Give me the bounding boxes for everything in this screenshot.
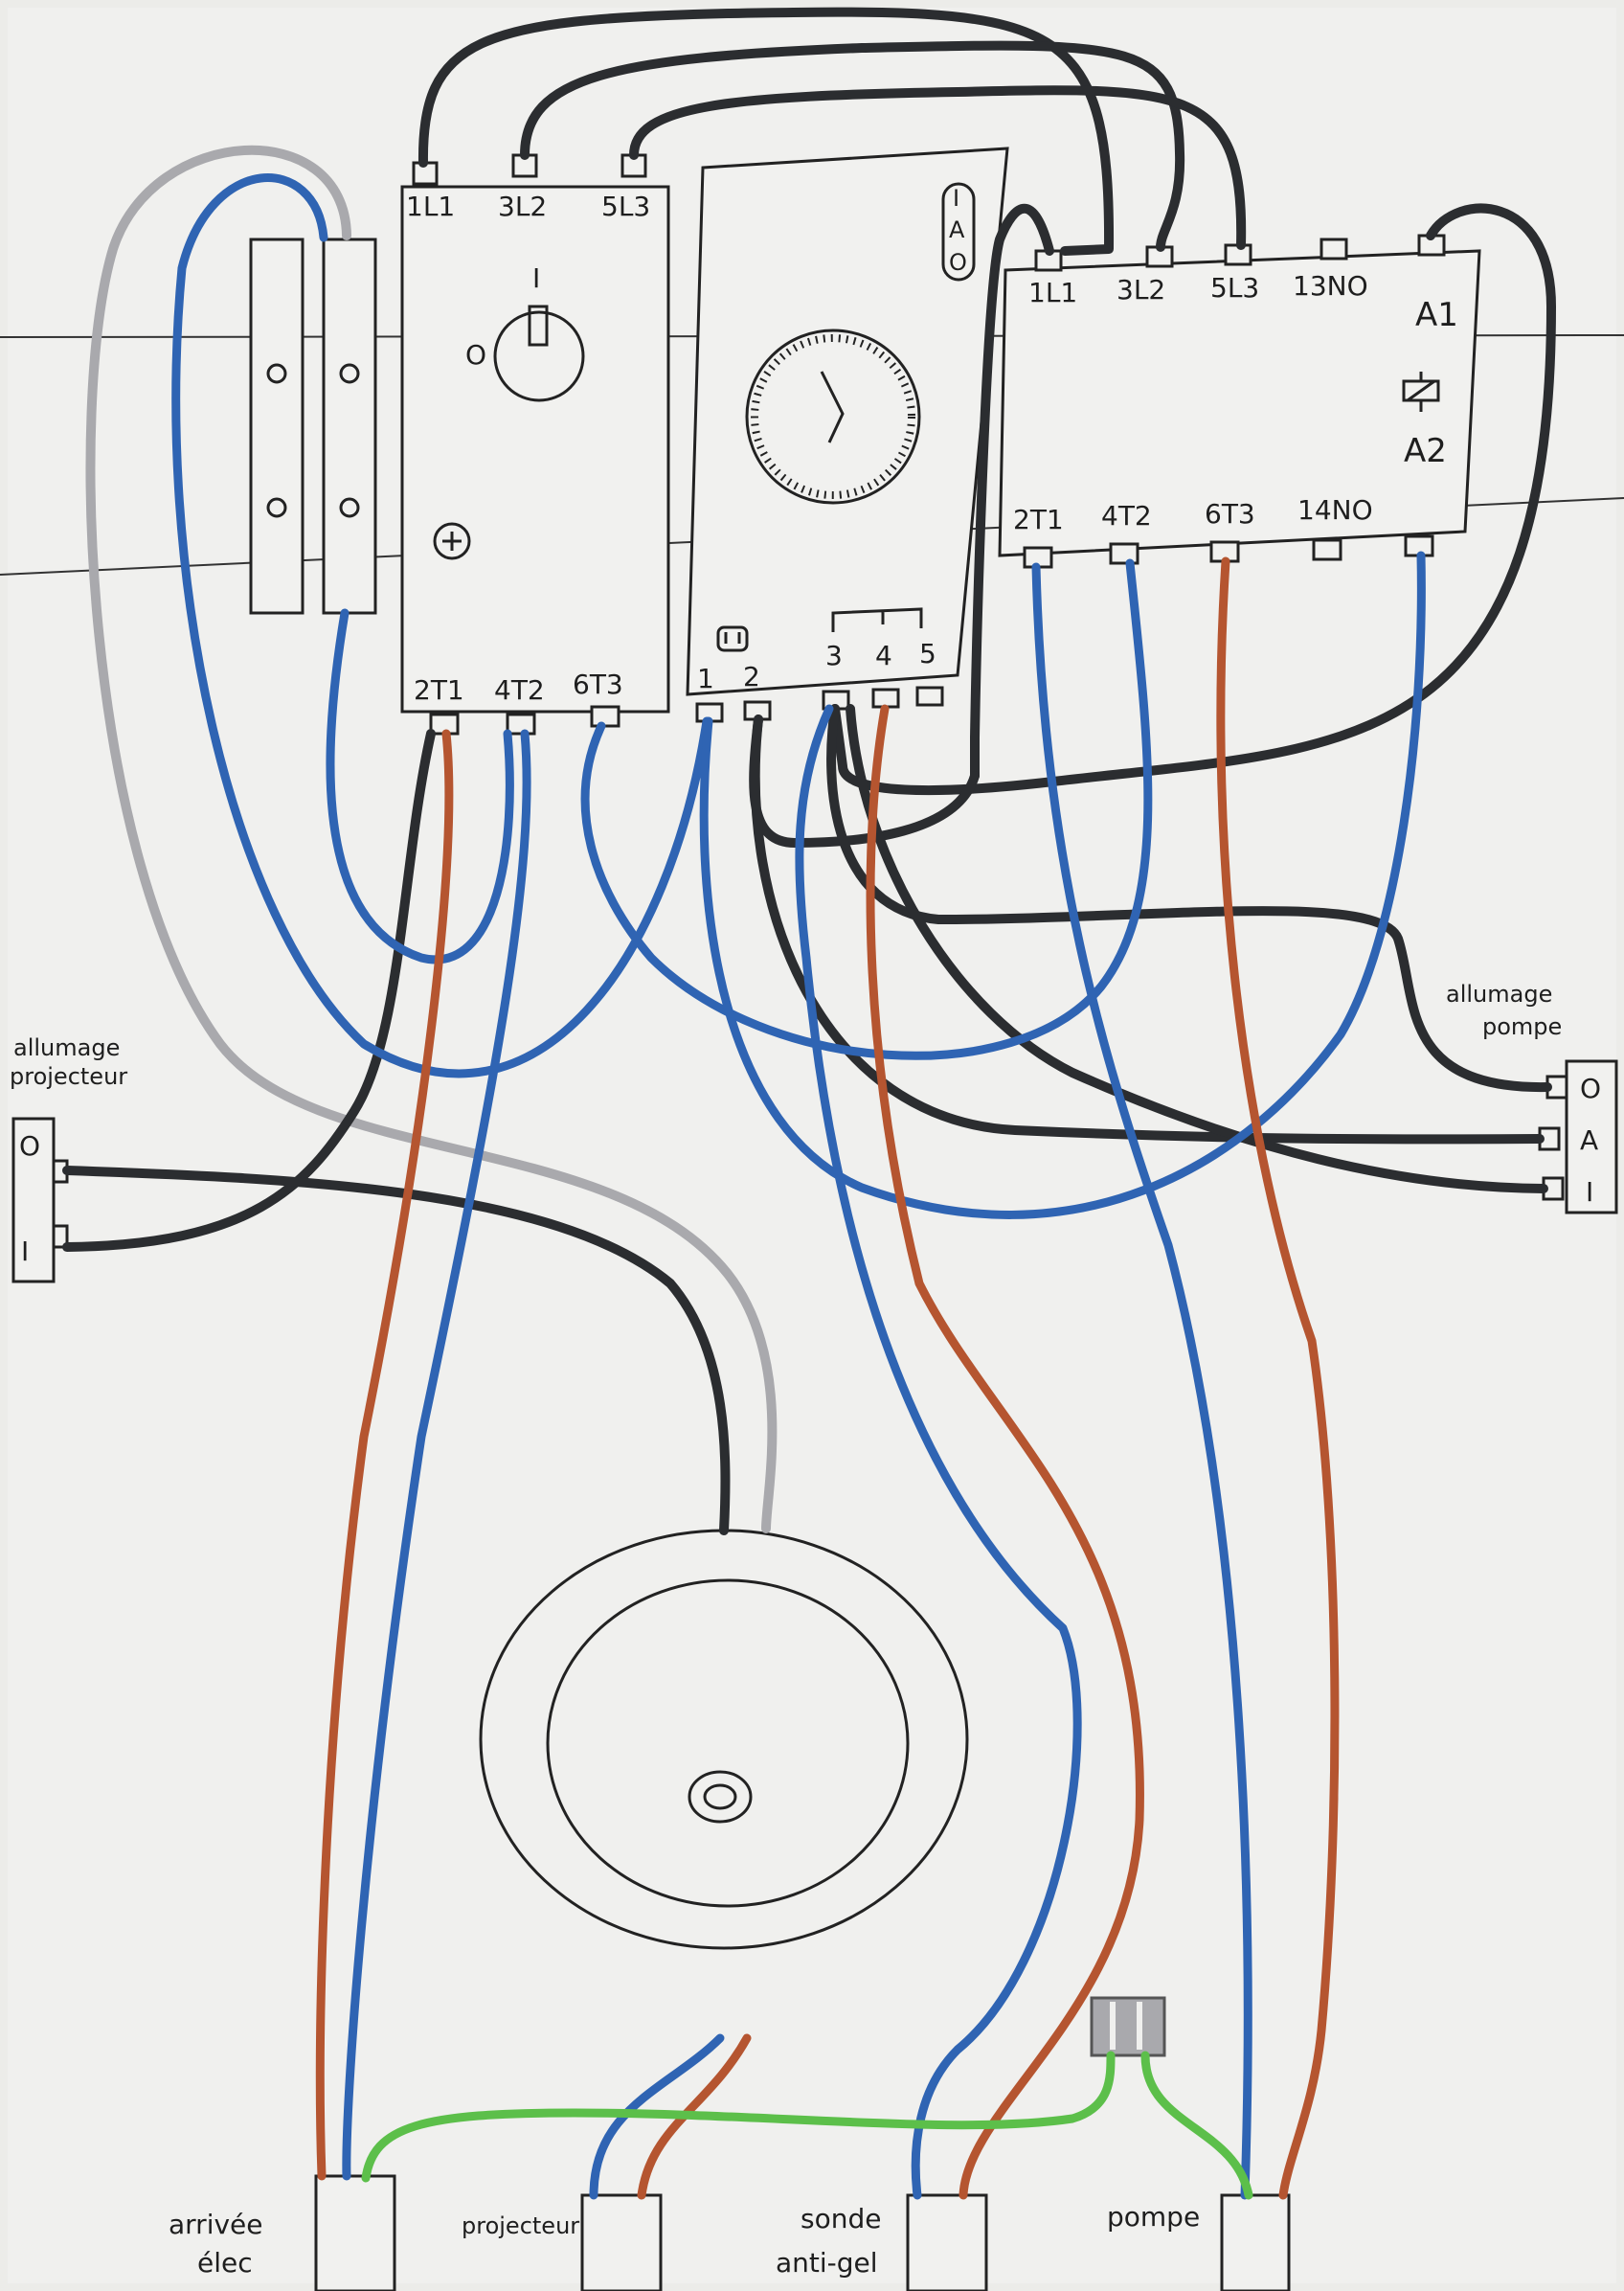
switch-projecteur-title: allumage: [13, 1034, 120, 1061]
switch-projecteur-on: I: [21, 1236, 29, 1267]
wire-brown-2: [866, 704, 1144, 2200]
switch-projecteur-title-2: projecteur: [10, 1063, 127, 1090]
contactor-terminal-4T2: 4T2: [1101, 500, 1152, 532]
contactor-terminal-3L2: 3L2: [1116, 274, 1165, 306]
contactor-terminal-14NO: 14NO: [1297, 494, 1373, 526]
timer-terminal-2: 2: [743, 661, 760, 692]
wire-brown-1: [315, 729, 454, 2181]
wire-black-4: [970, 203, 1054, 781]
wire-black-3: [629, 85, 1247, 250]
timer-terminal-4: 4: [875, 640, 892, 671]
breaker-terminal-5L3: 5L3: [601, 191, 650, 222]
contactor-terminal-6T3: 6T3: [1205, 498, 1255, 530]
label-pompe: pompe: [1107, 2201, 1200, 2233]
gland-arrivee: [314, 2174, 396, 2291]
timer-terminal-3: 3: [825, 640, 843, 671]
breaker-terminal-6T3: 6T3: [573, 669, 623, 700]
breaker-terminal-3L2: 3L2: [498, 191, 547, 222]
breaker-terminal-1L1: 1L1: [406, 191, 455, 222]
pool-drain-icon: [688, 1770, 753, 1824]
contactor-terminal-1L1: 1L1: [1028, 277, 1077, 308]
breaker-switch-dial: [493, 310, 585, 402]
breaker-switch-off-label: O: [465, 339, 486, 371]
wire-blue-4: [580, 558, 1153, 1060]
wire-blue-7: [1031, 562, 1252, 2200]
gland-sonde: [906, 2193, 988, 2291]
label-sonde-antigel: sonde: [801, 2203, 881, 2234]
label-sonde-antigel-2: anti-gel: [776, 2247, 878, 2279]
wire-blue-6: [795, 704, 1082, 2200]
wire-black-2: [520, 40, 1185, 252]
contactor-terminal-2T1: 2T1: [1013, 504, 1064, 535]
switch-pompe-auto: A: [1580, 1124, 1598, 1156]
switch-pompe-title: allumage: [1446, 981, 1552, 1008]
switch-pompe: [1538, 1059, 1618, 1214]
switch-projecteur: [11, 1117, 69, 1283]
wire-black-11: [62, 1166, 731, 1535]
gland-projecteur: [580, 2193, 663, 2291]
terminal-block: [249, 238, 377, 615]
breaker-switch-on-label: I: [532, 262, 540, 294]
wire-grey-bridge: [85, 145, 778, 1533]
contactor: [998, 234, 1481, 569]
timer-mode-selector: [941, 182, 976, 282]
wire-black-5: [830, 203, 1556, 795]
cable-glands: [314, 2174, 1291, 2291]
wire-black-10: [62, 729, 436, 1252]
circuit-breaker: [400, 153, 670, 736]
timer-mode-label-I: I: [953, 185, 959, 212]
wire-black-9: [846, 704, 1548, 1193]
wire-black-8: [750, 715, 1545, 1145]
switch-pompe-title-2: pompe: [1482, 1013, 1562, 1040]
contactor-terminal-5L3: 5L3: [1210, 272, 1259, 304]
contactor-coil-A1: A1: [1415, 296, 1458, 334]
timer-terminal-1: 1: [697, 663, 714, 694]
wire-black-1: [417, 7, 1115, 256]
wire-blue-3: [342, 729, 531, 2181]
switch-projecteur-off: O: [19, 1130, 40, 1162]
wire-blue-projecteur: [589, 2033, 725, 2200]
switch-pompe-on: I: [1586, 1176, 1593, 1208]
timer-hand-icon: [820, 371, 845, 443]
breaker-terminal-4T2: 4T2: [494, 674, 545, 706]
wire-black-7: [826, 704, 1552, 1093]
wire-blue-5: [699, 551, 1426, 1219]
earth-connector: [1090, 1996, 1166, 2057]
wire-blue-2: [326, 608, 514, 964]
breaker-terminal-2T1: 2T1: [414, 674, 464, 706]
wire-blue-1: [171, 173, 711, 1078]
label-arrivee-elec: arrivée: [169, 2209, 263, 2240]
switch-pompe-off: O: [1580, 1073, 1601, 1104]
gland-pompe: [1220, 2193, 1291, 2291]
timer-mode-label-O: O: [949, 249, 967, 276]
timer-mode-label-A: A: [949, 216, 965, 243]
time-switch: [686, 147, 1009, 723]
contactor-coil-A2: A2: [1404, 432, 1447, 470]
timer-terminal-5: 5: [919, 638, 936, 669]
label-projecteur: projecteur: [462, 2212, 579, 2239]
wire-brown-3: [1216, 556, 1340, 2200]
label-arrivee-elec-2: élec: [197, 2247, 253, 2279]
screw-icon: [433, 522, 471, 560]
timer-dial: [745, 329, 921, 505]
wire-green-earth: [361, 2051, 1253, 2200]
contactor-terminal-13NO: 13NO: [1293, 270, 1368, 302]
